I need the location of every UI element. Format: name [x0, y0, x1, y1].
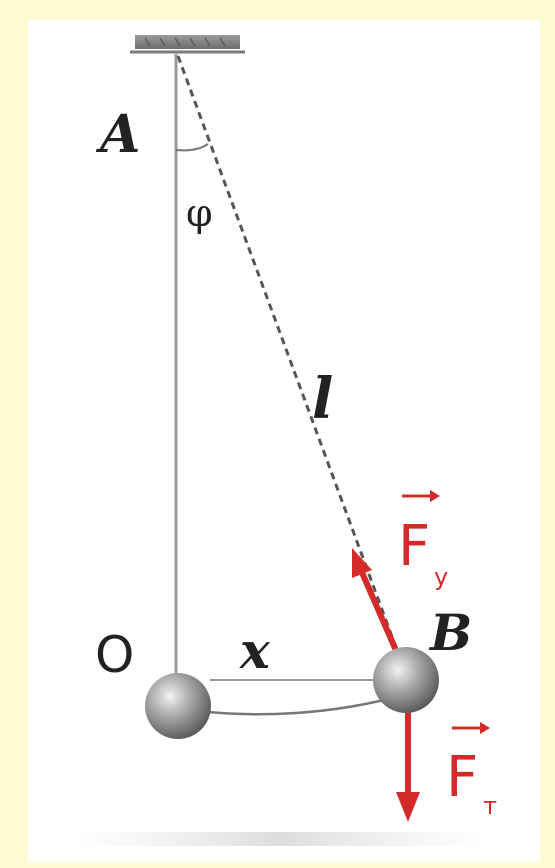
floor-shadow — [70, 832, 490, 846]
ceiling-support-icon — [130, 35, 245, 54]
label-b: B — [428, 603, 472, 662]
label-l: l — [312, 366, 333, 432]
label-a: A — [95, 104, 140, 165]
angle-arc — [175, 143, 209, 152]
label-ft-main: F — [446, 745, 478, 810]
label-fy-main: F — [398, 514, 430, 579]
diagram-panel — [28, 20, 540, 862]
label-phi: φ — [186, 191, 213, 235]
label-ft-sub: т — [483, 792, 497, 820]
ball-rest-icon — [145, 673, 211, 739]
swing-arc — [187, 698, 385, 716]
ball-deflected-icon — [373, 647, 439, 713]
gravity-force-arrow — [396, 705, 420, 822]
label-fy-sub: у — [434, 563, 448, 591]
deflected-string — [176, 55, 407, 673]
tension-force-arrow — [352, 548, 401, 657]
label-tension-force: F у — [398, 490, 448, 591]
label-x: x — [239, 621, 271, 680]
label-o: O — [95, 626, 134, 684]
label-gravity-force: F т — [446, 722, 497, 820]
